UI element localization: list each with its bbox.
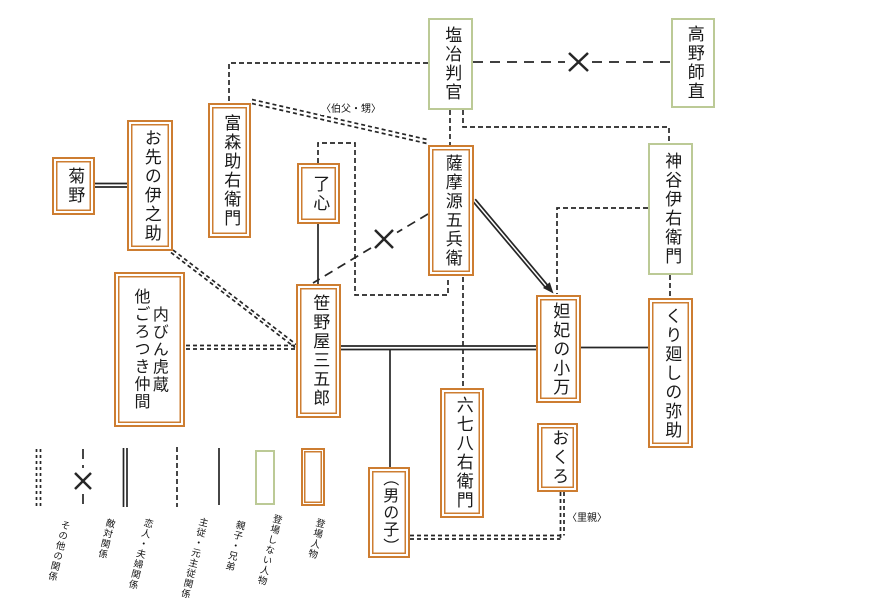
character-box-osaki-no-inosuke: お先の伊之助 <box>127 120 173 251</box>
hostile-x-icon <box>74 472 92 490</box>
legend-sample-absent-box <box>255 450 275 505</box>
edge-satsuma-sasanoya-hostile <box>312 213 429 284</box>
character-box-kono-moronao: 高野師直 <box>671 18 715 108</box>
legend-sample-lover-line <box>122 448 128 507</box>
character-box-kurimawashi-no-yasuke: くり廻しの弥助 <box>648 298 693 448</box>
character-box-tomimori-sukeemon: 富森助右衛門 <box>208 103 251 238</box>
character-box-okuro: おくろ <box>537 423 578 492</box>
character-box-uchibin-torazo-group: 内びん虎蔵 他ごろつき仲間 <box>114 272 185 427</box>
edge-sasanoya-koman-lover <box>341 345 536 351</box>
arrowhead-icon <box>543 282 554 294</box>
edge-kikuno-osaki-lover <box>95 182 127 188</box>
edge-uchibin-sasanoya-other <box>186 344 296 350</box>
relation-label-foster-parent: 〈里親〉 <box>567 509 607 524</box>
hostile-x-icon <box>374 229 394 249</box>
edge-osaki-sasanoya-other <box>170 249 298 349</box>
character-box-dakki-no-koman: 妲妃の小万 <box>536 295 581 403</box>
legend-sample-other-line <box>35 449 42 506</box>
hostile-x-icon <box>568 52 589 72</box>
relation-label-uncle-nephew: 〈伯父・甥〉 <box>321 100 381 115</box>
character-box-ryoshin: 了心 <box>297 163 340 224</box>
edge-enya-kono-hostile <box>473 52 671 72</box>
character-box-rokushichihachiemon: 六七八右衛門 <box>440 388 484 518</box>
character-box-satsuma-gengobe: 薩摩源五兵衛 <box>428 145 474 276</box>
edge-okuro-otokonoko-other <box>410 492 565 540</box>
edge-enya-tomimori-master <box>228 62 428 103</box>
edge-satsuma-koman-lover-arrow <box>472 198 554 294</box>
character-box-kamiya-iemon: 神谷伊右衛門 <box>648 143 693 275</box>
character-box-otokonoko: （男の子） <box>368 467 410 558</box>
character-box-sasanoya-sangoro: 笹野屋三五郎 <box>296 284 341 418</box>
edge-ryoshin-satsuma-master <box>317 142 449 296</box>
edge-enya-kamiya-master <box>462 110 670 143</box>
character-box-kikuno: 菊野 <box>52 157 95 215</box>
edge-kamiya-koman-master <box>556 207 648 294</box>
edge-tomimori-satsuma-other <box>251 98 428 145</box>
character-box-enya-hangan: 塩冶判官 <box>428 18 473 110</box>
legend-sample-hostile-line <box>74 449 92 509</box>
legend-sample-appear-box <box>301 448 325 506</box>
